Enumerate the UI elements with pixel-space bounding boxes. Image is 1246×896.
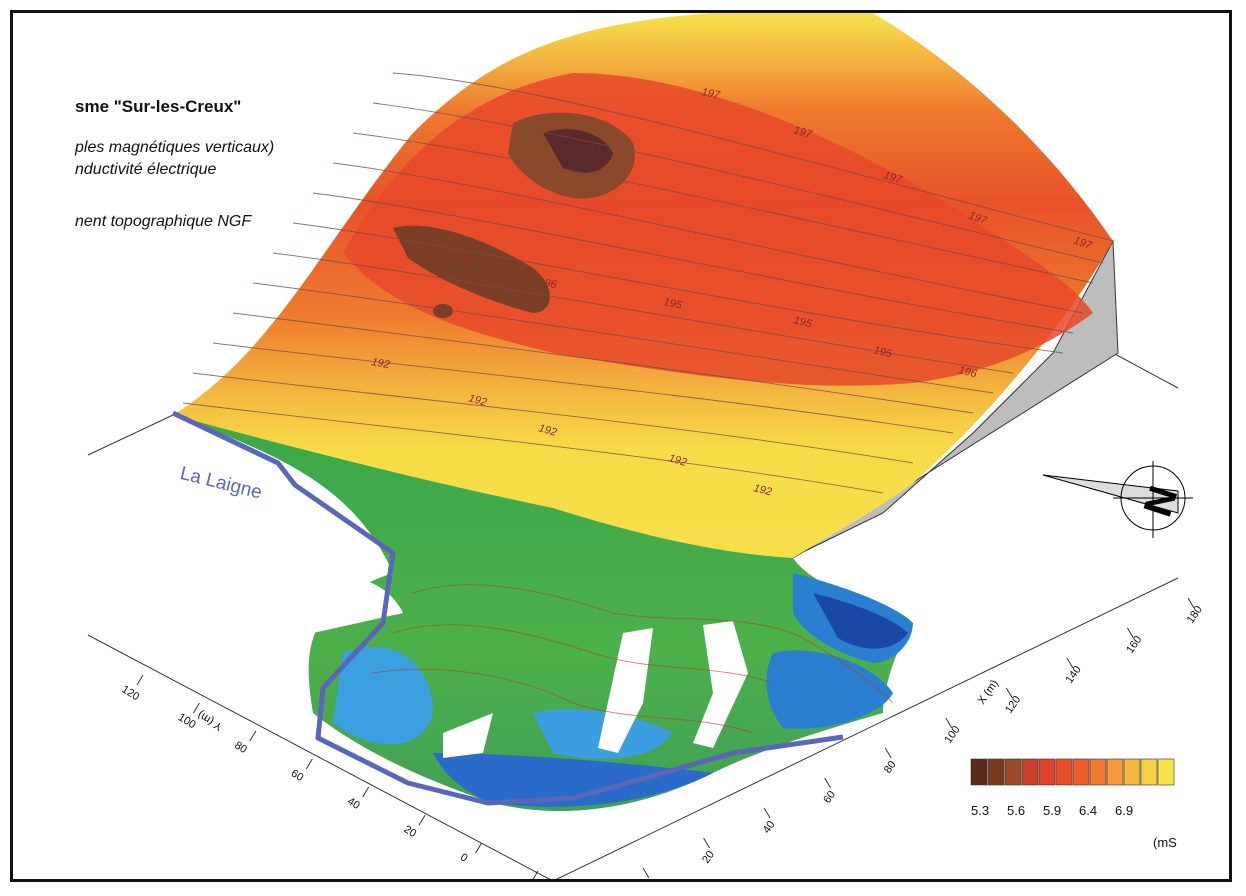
- color-scale-swatch: [987, 758, 1005, 786]
- map-frame: 197 197 197 197 197 196 196 195 195 195 …: [10, 10, 1232, 882]
- base-plane: [87, 352, 1179, 879]
- y-axis-tick: [475, 842, 483, 854]
- x-axis-tick-label: 120: [1003, 694, 1023, 716]
- x-axis-tick: [1127, 627, 1134, 639]
- x-axis-tick: [884, 747, 892, 759]
- no-data-gap-3: [443, 713, 493, 758]
- y-axis-tick: [192, 702, 200, 714]
- x-axis-tick: [945, 717, 953, 729]
- y-axis-tick-label: 80: [232, 739, 249, 756]
- x-axis-tick: [1005, 687, 1013, 699]
- color-scale-swatch: [970, 758, 988, 786]
- color-scale-tick-label: 5.6: [1007, 803, 1026, 818]
- x-axis-tick-label: 180: [1185, 604, 1205, 626]
- color-scale-swatch: [1038, 758, 1056, 786]
- y-axis-tick: [249, 730, 257, 742]
- contour-label: 195: [872, 344, 894, 360]
- contour-label: 195: [792, 314, 814, 330]
- map-title: sme "Sur-les-Creux": [75, 97, 242, 116]
- color-scale-swatch: [1157, 758, 1175, 786]
- contour-label: 196: [452, 252, 473, 267]
- color-scale-swatch: [1004, 758, 1022, 786]
- color-scale-tick-label: 6.9: [1115, 803, 1134, 818]
- north-arrow-icon: [1042, 461, 1193, 538]
- no-data-gap-1: [598, 628, 653, 753]
- color-scale-tick-label: 6.4: [1079, 803, 1098, 818]
- x-axis-tick-label: 100: [942, 724, 962, 746]
- no-data-gap-2: [693, 621, 748, 748]
- x-axis-tick-label: 140: [1064, 664, 1084, 686]
- y-axis-tick: [418, 814, 426, 826]
- y-axis-tick-label: 20: [402, 823, 419, 840]
- map-subtitle-1: ples magnétiques verticaux): [75, 139, 275, 156]
- x-axis-label: X (m): [976, 678, 1001, 707]
- conductivity-very-low-zone-5: [433, 753, 713, 807]
- contour-label: 196: [957, 364, 979, 380]
- color-scale-swatch: [1072, 758, 1090, 786]
- map-canvas: 197 197 197 197 197 196 196 195 195 195 …: [87, 13, 1205, 882]
- y-axis-tick: [532, 870, 539, 879]
- contour-label: 195: [662, 296, 683, 312]
- conductivity-very-low-zone-4: [333, 646, 433, 745]
- y-axis-tick-label: 40: [345, 795, 362, 812]
- x-axis-tick: [824, 777, 832, 789]
- y-axis-tick-label: -20: [514, 879, 534, 882]
- contour-label: 192: [537, 422, 558, 439]
- conductivity-spot: [433, 304, 453, 318]
- color-scale-unit: (mS: [1153, 835, 1177, 850]
- y-axis-tick: [362, 786, 370, 798]
- x-axis-tick: [703, 837, 710, 849]
- x-axis-tick-label: 160: [1124, 634, 1144, 656]
- color-scale-swatch: [1089, 758, 1107, 786]
- contour-label: 197: [792, 124, 814, 141]
- x-axis-tick: [642, 867, 650, 879]
- map-subtitle-3: nent topographique NGF: [75, 213, 252, 230]
- y-axis-label: Y (m): [196, 708, 225, 732]
- river-laigne-line: [171, 410, 844, 806]
- contour-label: 192: [370, 356, 390, 371]
- y-axis-tick-label: 120: [119, 683, 141, 703]
- contour-label: 196: [537, 276, 558, 291]
- x-axis-tick: [1187, 597, 1195, 609]
- conductivity-max-zone-3: [543, 129, 613, 173]
- x-axis-tick-label: 80: [882, 759, 899, 776]
- x-axis-tick-label: 20: [700, 849, 717, 866]
- x-axis-tick-label: 60: [821, 789, 838, 806]
- color-scale-swatch: [1123, 758, 1141, 786]
- no-data-gap-4: [313, 573, 403, 633]
- color-scale-swatch: [1055, 758, 1073, 786]
- y-axis-tick-label: 100: [176, 711, 198, 731]
- conductivity-very-low-zone-2: [813, 593, 908, 649]
- x-axis-tick: [1066, 657, 1074, 669]
- y-axis-tick: [305, 758, 313, 770]
- contour-label: 192: [467, 392, 488, 409]
- topo-contours-low: [372, 584, 894, 734]
- contour-label: 197: [882, 169, 904, 186]
- conductivity-very-low-zone-3: [766, 650, 893, 729]
- contour-label: 192: [752, 482, 773, 498]
- color-scale-tick-label: 5.9: [1043, 803, 1062, 818]
- color-scale-swatch: [1106, 758, 1124, 786]
- y-axis-tick: [136, 674, 144, 686]
- x-axis-tick: [763, 807, 771, 819]
- color-scale-swatch: [1021, 758, 1039, 786]
- contour-labels: 197 197 197 197 197 196 196 195 195 195 …: [370, 86, 1094, 498]
- map-subtitle-2: nductivité électrique: [75, 161, 217, 178]
- contour-label: 192: [667, 452, 688, 469]
- topo-contours: [182, 72, 1114, 494]
- y-axis-tick-label: 60: [289, 767, 306, 784]
- color-scale-tick-label: 5.3: [971, 803, 990, 818]
- color-scale-bar: [970, 758, 1175, 786]
- terrain-side-wall: [792, 239, 1119, 559]
- y-axis-tick-label: 0: [458, 851, 470, 864]
- conductivity-max-zone-1: [393, 225, 550, 313]
- contour-label: 197: [700, 86, 721, 102]
- color-scale-swatch: [1140, 758, 1158, 786]
- x-axis-tick-label: 40: [761, 819, 778, 836]
